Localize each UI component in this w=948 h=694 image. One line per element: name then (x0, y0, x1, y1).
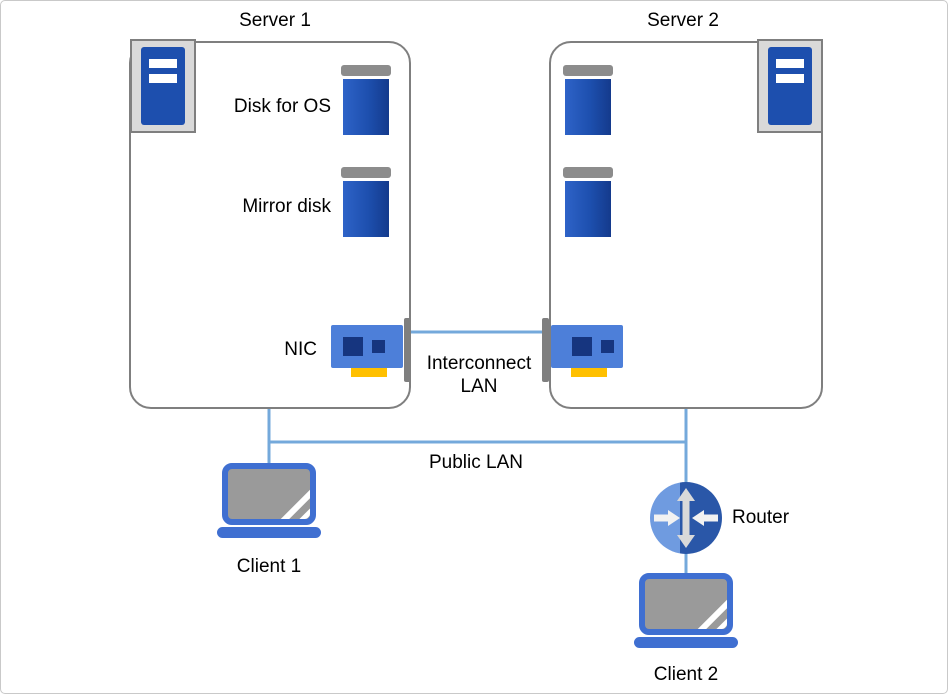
server-slot (776, 59, 804, 68)
server-tower-body (141, 47, 185, 125)
disk-body (565, 79, 611, 135)
disk-cap (341, 65, 391, 76)
server2-nic-icon (542, 318, 623, 382)
nic-connector (571, 368, 607, 377)
disk-body (343, 79, 389, 135)
nic-bracket (404, 318, 411, 382)
disk-cap (563, 65, 613, 76)
client1-label: Client 1 (236, 556, 302, 577)
nic-connector (351, 368, 387, 377)
interconnect-lan-label: Interconnect LAN (426, 353, 532, 397)
disk-body (343, 181, 389, 237)
public-lan-label: Public LAN (429, 452, 523, 473)
nic-chip (372, 340, 385, 353)
laptop-icon (634, 573, 738, 648)
nic-card (331, 325, 403, 368)
client2-laptop-icon (634, 573, 738, 656)
server2-os-disk-icon (563, 65, 613, 135)
client2-label: Client 2 (653, 664, 719, 685)
server1-nic-icon (331, 318, 412, 382)
server2-title: Server 2 (647, 10, 719, 31)
nic-bracket (542, 318, 549, 382)
disk-cap (563, 167, 613, 178)
server-slot (776, 74, 804, 83)
server1-tower-icon (130, 39, 196, 133)
mirror-disk-label: Mirror disk (242, 196, 331, 217)
laptop-icon (217, 463, 321, 538)
server2-tower-icon (757, 39, 823, 133)
nic-card (551, 325, 623, 368)
nic-chip (601, 340, 614, 353)
router-label: Router (732, 507, 790, 528)
server-tower-body (768, 47, 812, 125)
nic-label: NIC (284, 339, 317, 360)
router-icon (649, 481, 723, 560)
nic-chip (343, 337, 363, 356)
server1-os-disk-icon (341, 65, 391, 135)
server2-mirror-disk-icon (563, 167, 613, 237)
disk-cap (341, 167, 391, 178)
server1-title: Server 1 (239, 10, 311, 31)
server-slot (149, 59, 177, 68)
server-slot (149, 74, 177, 83)
disk-body (565, 181, 611, 237)
client1-laptop-icon (217, 463, 321, 546)
disk-for-os-label: Disk for OS (233, 96, 331, 117)
server1-mirror-disk-icon (341, 167, 391, 237)
nic-chip (572, 337, 592, 356)
